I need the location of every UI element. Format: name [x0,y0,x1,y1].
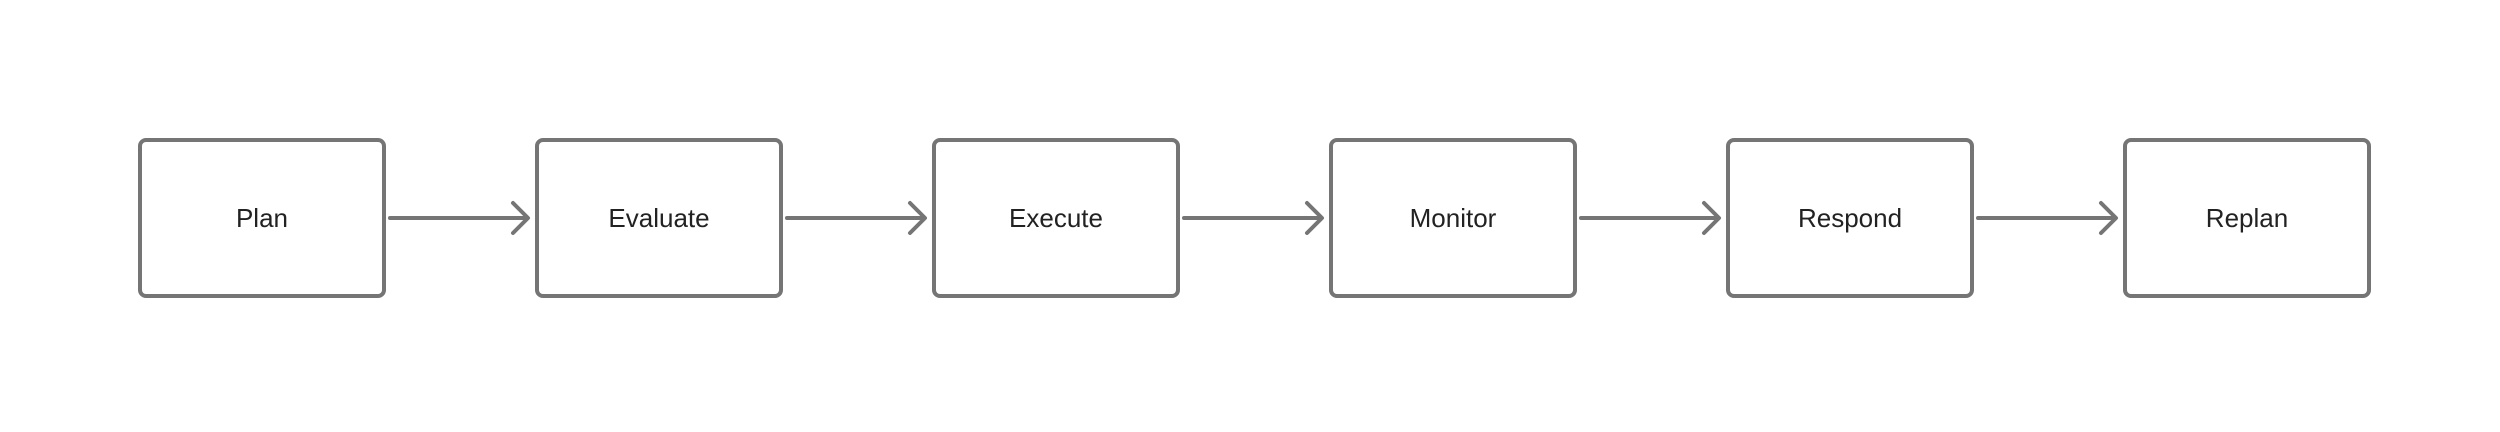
arrow-head-icon [2099,201,2118,235]
node-plan: Plan [138,138,386,298]
node-box [535,138,783,298]
arrow-head-icon [908,201,927,235]
arrow-head-icon [511,201,530,235]
edge-execute-monitor [1182,201,1324,235]
edge-respond-replan [1976,201,2118,235]
node-box [138,138,386,298]
node-execute: Execute [932,138,1180,298]
node-label-execute: Execute [1009,203,1103,233]
node-label-replan: Replan [2206,203,2288,233]
node-evaluate: Evaluate [535,138,783,298]
edge-evaluate-execute [785,201,927,235]
node-box [932,138,1180,298]
node-label-respond: Respond [1798,203,1902,233]
node-label-plan: Plan [236,203,288,233]
node-box [2123,138,2371,298]
edge-monitor-respond [1579,201,1721,235]
node-monitor: Monitor [1329,138,1577,298]
node-respond: Respond [1726,138,1974,298]
node-box [1726,138,1974,298]
edge-plan-evaluate [388,201,530,235]
arrow-head-icon [1702,201,1721,235]
node-replan: Replan [2123,138,2371,298]
arrow-head-icon [1305,201,1324,235]
node-box [1329,138,1577,298]
node-label-evaluate: Evaluate [608,203,709,233]
node-label-monitor: Monitor [1410,203,1497,233]
